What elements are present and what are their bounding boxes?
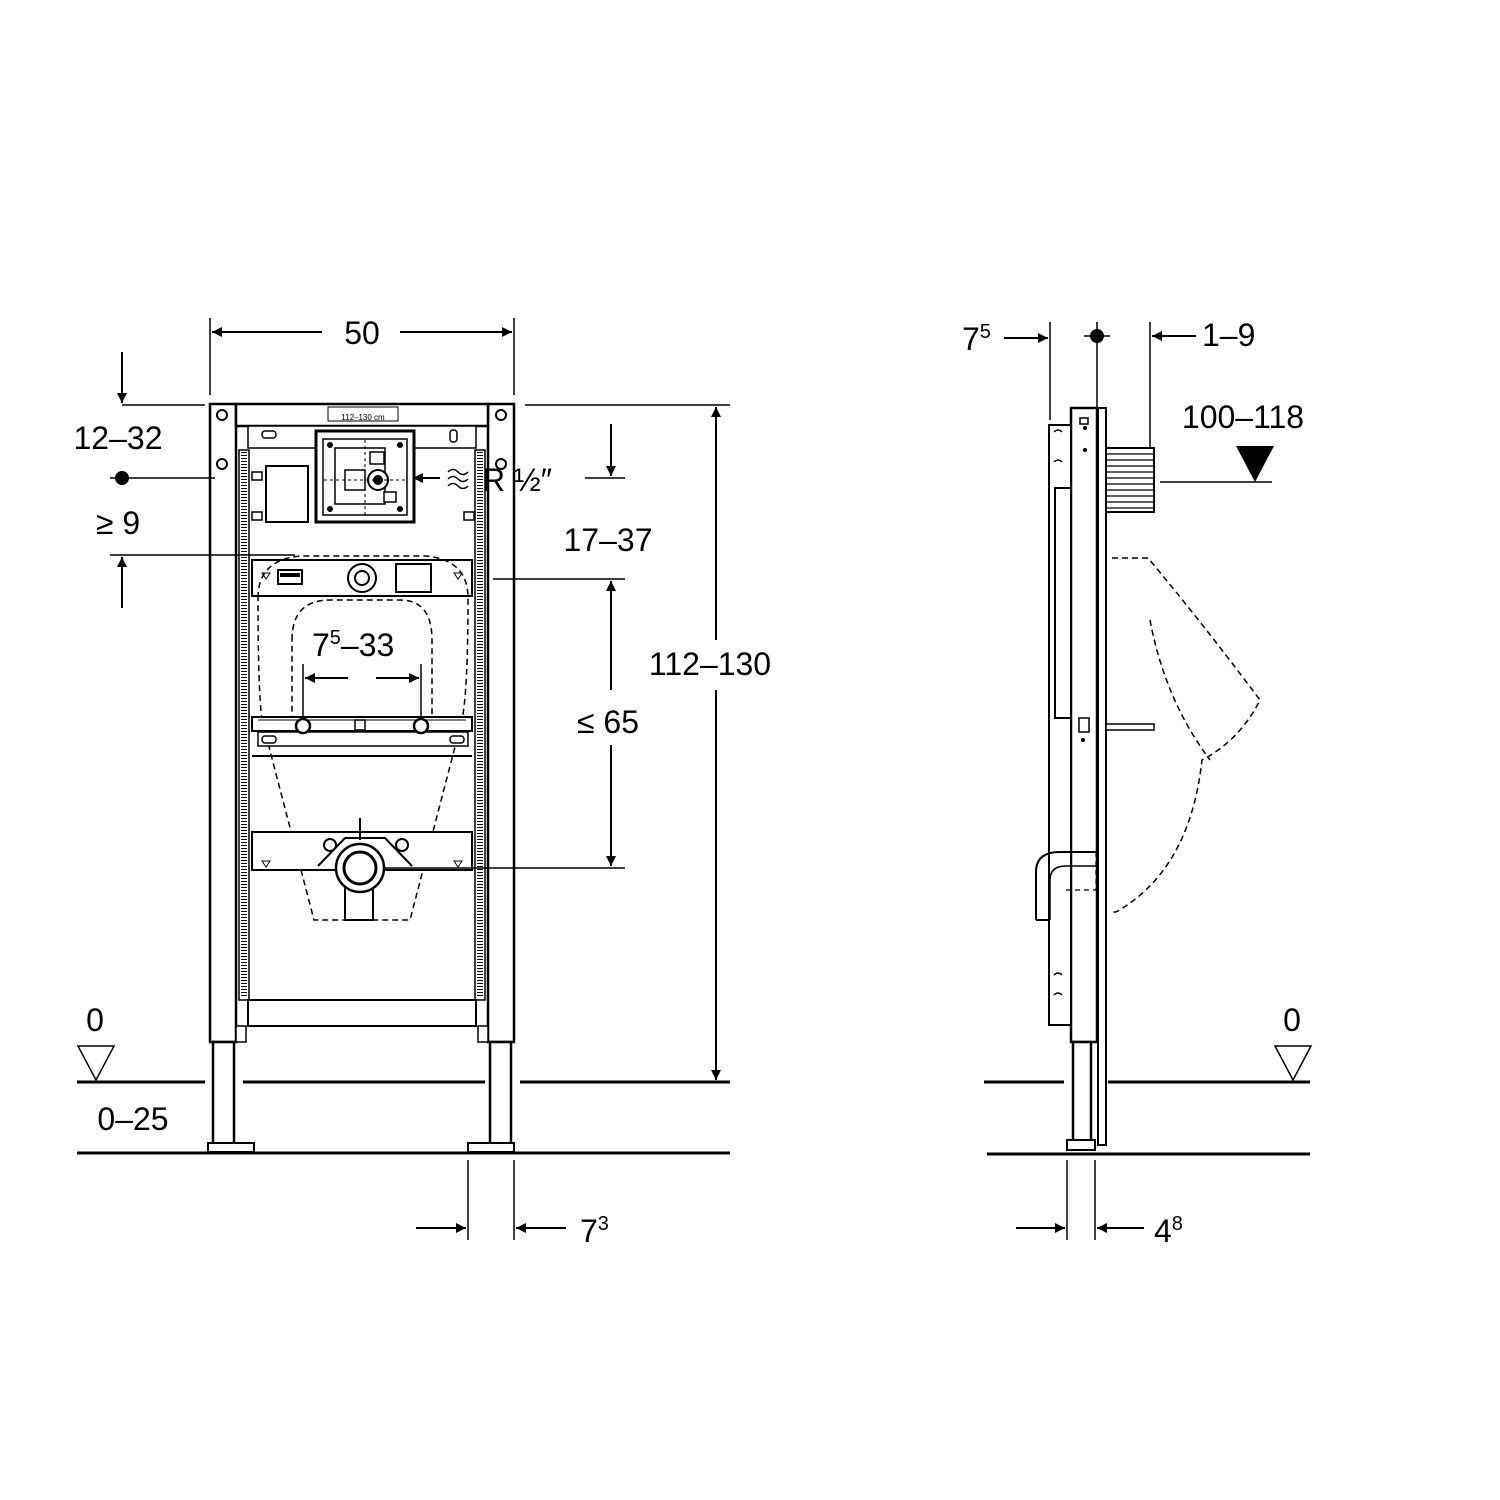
outlet-height-label: ≤ 65	[577, 704, 639, 740]
side-view: 75 1–9 100–118 0 48	[962, 317, 1313, 1249]
bowl-spacing-label: 75–33	[312, 627, 394, 663]
wall-offset-label: 75	[962, 321, 991, 357]
frame-left-post	[207, 402, 255, 1153]
supply-drop-label: 17–37	[564, 522, 653, 558]
urinal-side-outline	[1112, 557, 1261, 913]
floor-adjust-label: 0–25	[97, 1101, 168, 1137]
width-label: 50	[344, 315, 380, 351]
flush-valve-box	[314, 429, 416, 524]
foot-depth-label: 48	[1154, 1213, 1183, 1249]
urinal-outline	[257, 555, 469, 921]
top-offset-label: 12–32	[74, 420, 163, 456]
floor-level-label: 0	[86, 1002, 104, 1038]
bowl-fixing-rail	[251, 716, 473, 747]
frame-height-label: 112–130	[649, 646, 771, 682]
front-view: 112–130 cm	[74, 315, 772, 1249]
height-plate-label: 112–130 cm	[341, 413, 385, 422]
supply-height-label: 100–118	[1182, 399, 1304, 435]
frame-right-post	[467, 402, 516, 1153]
waste-bend	[1035, 851, 1096, 920]
min-gap-label: ≥ 9	[96, 505, 140, 541]
waste-outlet	[317, 818, 413, 921]
supply-pipe	[1105, 447, 1155, 513]
height-plate	[327, 406, 399, 422]
supply-height-triangle	[1236, 446, 1274, 482]
wall-panel	[1097, 407, 1107, 1146]
side-floor-level-label: 0	[1283, 1002, 1301, 1038]
foot-width-label: 73	[580, 1213, 609, 1249]
supply-thread-label: R ½″	[482, 462, 552, 498]
floor-level-triangle	[76, 1045, 116, 1082]
finish-thickness-label: 1–9	[1202, 317, 1255, 353]
